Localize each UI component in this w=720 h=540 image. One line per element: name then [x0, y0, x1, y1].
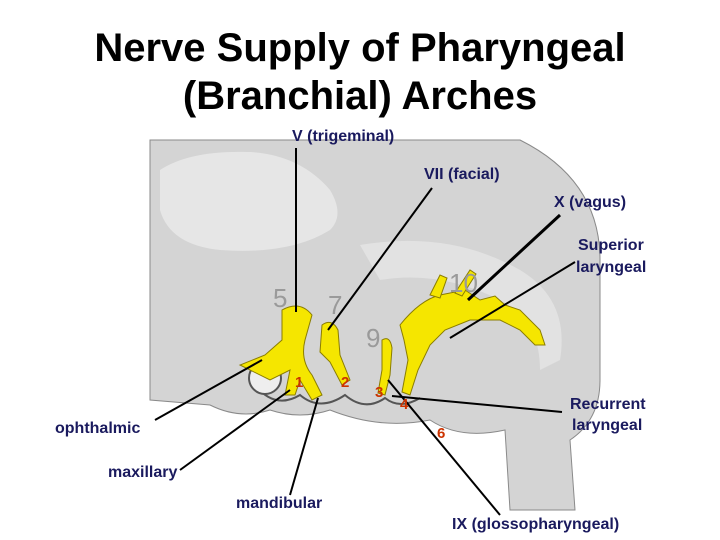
leader-facial — [327, 187, 433, 331]
arch-number-3: 3 — [375, 384, 384, 401]
body-curve — [360, 240, 562, 370]
facial-nerve — [319, 321, 351, 386]
arch-number-6: 6 — [437, 425, 446, 442]
label-facial: VII (facial) — [424, 166, 500, 183]
arch-outlines — [254, 384, 421, 406]
ganglion-number-5: 5 — [273, 283, 288, 313]
ganglion-number-10: 10 — [449, 268, 478, 298]
leader-glossopharyngeal — [387, 379, 501, 516]
vagus-branch-upper — [429, 269, 477, 299]
label-recurrent-laryngeal-line1: Recurrent — [570, 396, 646, 413]
leader-superior-laryngeal — [449, 261, 576, 339]
head-region — [160, 151, 338, 251]
leader-recurrent-laryngeal — [391, 395, 563, 413]
label-trigeminal: V (trigeminal) — [292, 128, 395, 145]
ganglion-number-9: 9 — [366, 323, 381, 353]
leader-vagus — [466, 213, 562, 302]
trigeminal-nerve — [238, 305, 323, 401]
arch-number-1: 1 — [295, 374, 304, 391]
label-recurrent-laryngeal-line2: laryngeal — [572, 417, 643, 434]
label-vagus: X (vagus) — [554, 194, 627, 211]
label-maxillary: maxillary — [108, 464, 178, 481]
label-glossopharyngeal: IX (glossopharyngeal) — [452, 516, 620, 533]
leader-mandibular — [289, 397, 319, 496]
vagus-nerve — [399, 289, 546, 396]
ganglion-number-7: 7 — [328, 290, 343, 320]
leader-maxillary — [179, 389, 291, 471]
title-line-1: Nerve Supply of Pharyngeal — [94, 26, 626, 70]
leader-ophthalmic — [154, 359, 263, 421]
label-superior-laryngeal-line2: laryngeal — [576, 259, 647, 276]
label-superior-laryngeal-line1: Superior — [578, 237, 644, 254]
arch-number-4: 4 — [400, 396, 409, 413]
label-ophthalmic: ophthalmic — [55, 420, 141, 437]
title-line-2: (Branchial) Arches — [182, 74, 538, 118]
label-mandibular: mandibular — [236, 495, 323, 512]
arch-number-2: 2 — [341, 374, 350, 391]
